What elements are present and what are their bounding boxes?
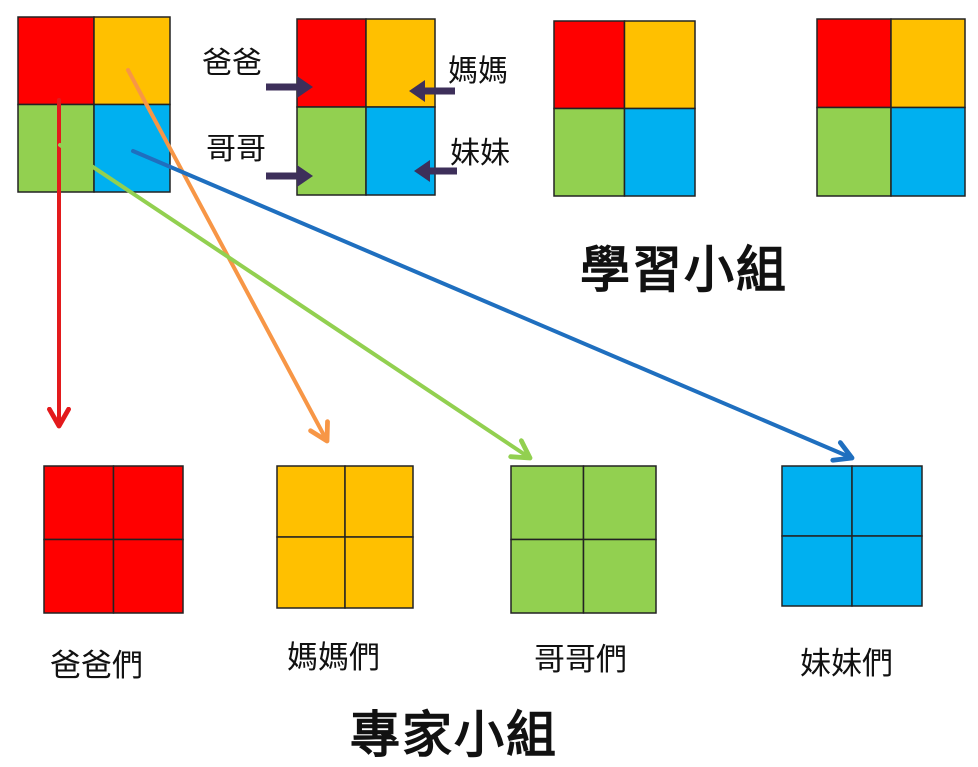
learning-group-title: 學習小組	[580, 241, 788, 299]
expert-group-brother-cell	[582, 465, 657, 541]
expert-group-mother-cell	[344, 465, 414, 538]
pointer-arrow-brother	[266, 165, 313, 187]
learning-group-3-brother-cell	[553, 107, 626, 197]
expert-group-sister	[781, 465, 923, 607]
pointer-arrow-mother	[409, 80, 455, 102]
arrow-to-sisters	[131, 149, 855, 463]
arrow-to-brothers	[58, 143, 533, 461]
label-mother: 媽媽	[448, 54, 508, 89]
expert-group-father-cell	[112, 538, 184, 614]
learning-group-1-mother-cell	[93, 16, 171, 106]
expert-group-mother-cell	[276, 465, 346, 538]
expert-label-father: 爸爸們	[50, 648, 143, 684]
learning-group-3-father-cell	[553, 20, 626, 110]
pointer-arrow-sister	[414, 160, 457, 182]
expert-group-sister-cell	[781, 535, 853, 607]
learning-group-3-sister-cell	[623, 107, 696, 197]
label-brother: 哥哥	[206, 132, 266, 167]
expert-group-sister-cell	[851, 465, 923, 537]
expert-label-brother: 哥哥們	[534, 642, 627, 678]
expert-group-brother	[510, 465, 657, 614]
label-father: 爸爸	[202, 46, 262, 81]
learning-group-2-sister-cell	[365, 106, 436, 196]
learning-group-4-father-cell	[816, 18, 892, 109]
expert-label-mother: 媽媽們	[287, 640, 380, 676]
learning-group-4	[816, 18, 966, 197]
expert-group-sister-cell	[781, 465, 853, 537]
learning-group-1-sister-cell	[93, 103, 171, 193]
expert-group-brother-cell	[510, 465, 585, 541]
expert-group-title: 專家小組	[350, 706, 558, 764]
expert-label-sister: 妹妹們	[800, 646, 893, 682]
learning-group-1-father-cell	[17, 16, 95, 106]
learning-group-3	[553, 20, 696, 197]
learning-group-2-father-cell	[296, 18, 367, 108]
expert-group-father-cell	[43, 465, 115, 541]
label-sister: 妹妹	[450, 136, 510, 171]
expert-group-father-cell	[43, 538, 115, 614]
expert-group-mother-cell	[276, 536, 346, 609]
learning-group-4-sister-cell	[890, 106, 966, 197]
expert-group-father	[43, 465, 184, 614]
learning-group-4-brother-cell	[816, 106, 892, 197]
expert-group-mother-cell	[344, 536, 414, 609]
learning-group-2-brother-cell	[296, 106, 367, 196]
learning-group-3-mother-cell	[623, 20, 696, 110]
pointer-arrow-father	[266, 76, 313, 98]
expert-group-father-cell	[112, 465, 184, 541]
expert-group-brother-cell	[582, 538, 657, 614]
expert-group-brother-cell	[510, 538, 585, 614]
expert-group-mother	[276, 465, 414, 609]
learning-group-4-mother-cell	[890, 18, 966, 109]
learning-group-2	[296, 18, 436, 196]
expert-group-sister-cell	[851, 535, 923, 607]
learning-group-1-brother-cell	[17, 103, 95, 193]
